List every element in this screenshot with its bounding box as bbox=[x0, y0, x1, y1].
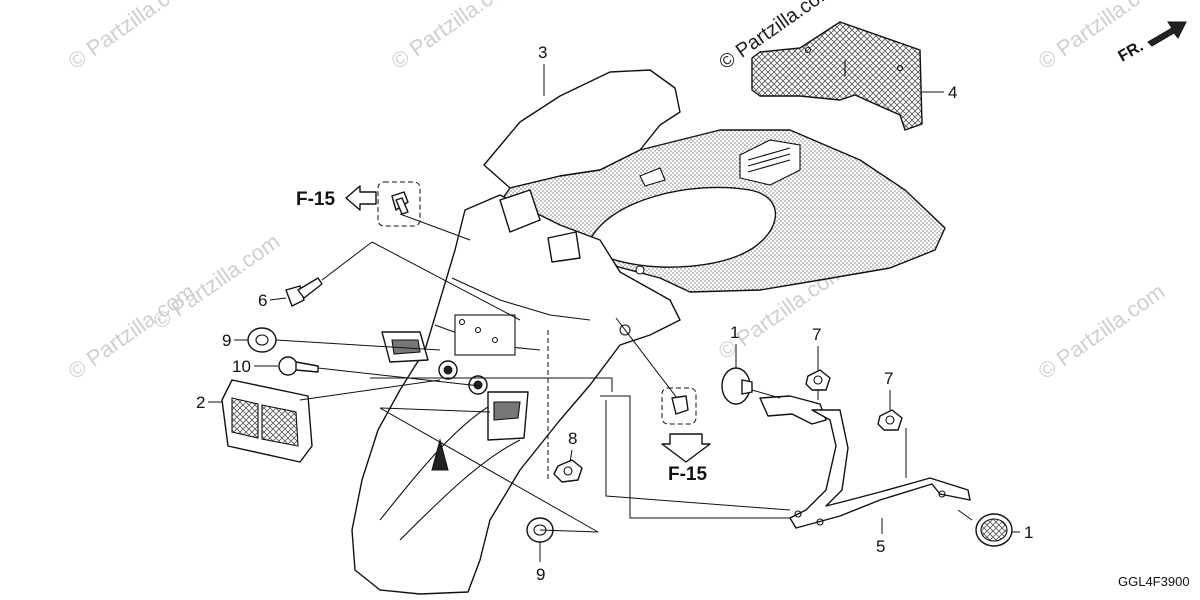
front-label: FR. bbox=[1116, 38, 1147, 66]
watermark: © Partzilla.com bbox=[149, 229, 285, 335]
part-2-reflector bbox=[221, 379, 313, 463]
rear-fender-main bbox=[351, 189, 681, 595]
left-arrow-icon bbox=[345, 185, 377, 211]
callout-number: 10 bbox=[232, 357, 251, 376]
callout-number: 3 bbox=[538, 43, 547, 62]
part-4-bracket bbox=[751, 21, 923, 131]
front-arrow-icon bbox=[1147, 21, 1187, 47]
callout-number: 7 bbox=[812, 325, 821, 344]
part-8-nut bbox=[553, 459, 583, 483]
callout-number: 5 bbox=[876, 537, 885, 556]
part-5-stay bbox=[759, 386, 971, 529]
diagram-code: GGL4F3900 bbox=[1118, 574, 1190, 589]
part-1-round-reflector-right bbox=[957, 509, 1013, 547]
callouts: 1 1 2 3 4 5 6 7 7 8 9 9 10 bbox=[196, 43, 1033, 584]
watermark: © Partzilla.com bbox=[64, 0, 200, 74]
callout-number: 1 bbox=[1024, 523, 1033, 542]
watermark: © Partzilla.com bbox=[387, 0, 523, 74]
part-7-nut-b bbox=[877, 409, 903, 431]
front-direction-indicator: FR. bbox=[1116, 21, 1187, 66]
callout-number: 9 bbox=[222, 331, 231, 350]
ref-f15-upper: F-15 bbox=[296, 181, 421, 227]
callout-number: 2 bbox=[196, 393, 205, 412]
part-1-round-reflector-left bbox=[721, 367, 781, 405]
callout-number: 7 bbox=[884, 369, 893, 388]
part-7-nut-a bbox=[805, 369, 831, 391]
callout-number: 8 bbox=[568, 429, 577, 448]
ref-label: F-15 bbox=[668, 464, 708, 485]
watermark: © Partzilla.com bbox=[1034, 0, 1170, 74]
callout-number: 4 bbox=[948, 83, 957, 102]
part-6-bolt bbox=[285, 241, 521, 321]
ref-f15-lower: F-15 bbox=[661, 387, 711, 485]
part-3-inner-fender bbox=[483, 69, 946, 293]
watermark: © Partzilla.com bbox=[1034, 279, 1170, 385]
callout-number: 6 bbox=[258, 291, 267, 310]
callout-number: 9 bbox=[536, 565, 545, 584]
callout-number: 1 bbox=[730, 323, 739, 342]
down-arrow-icon bbox=[661, 433, 711, 463]
ref-label: F-15 bbox=[296, 189, 336, 210]
part-10-screw bbox=[278, 356, 481, 387]
